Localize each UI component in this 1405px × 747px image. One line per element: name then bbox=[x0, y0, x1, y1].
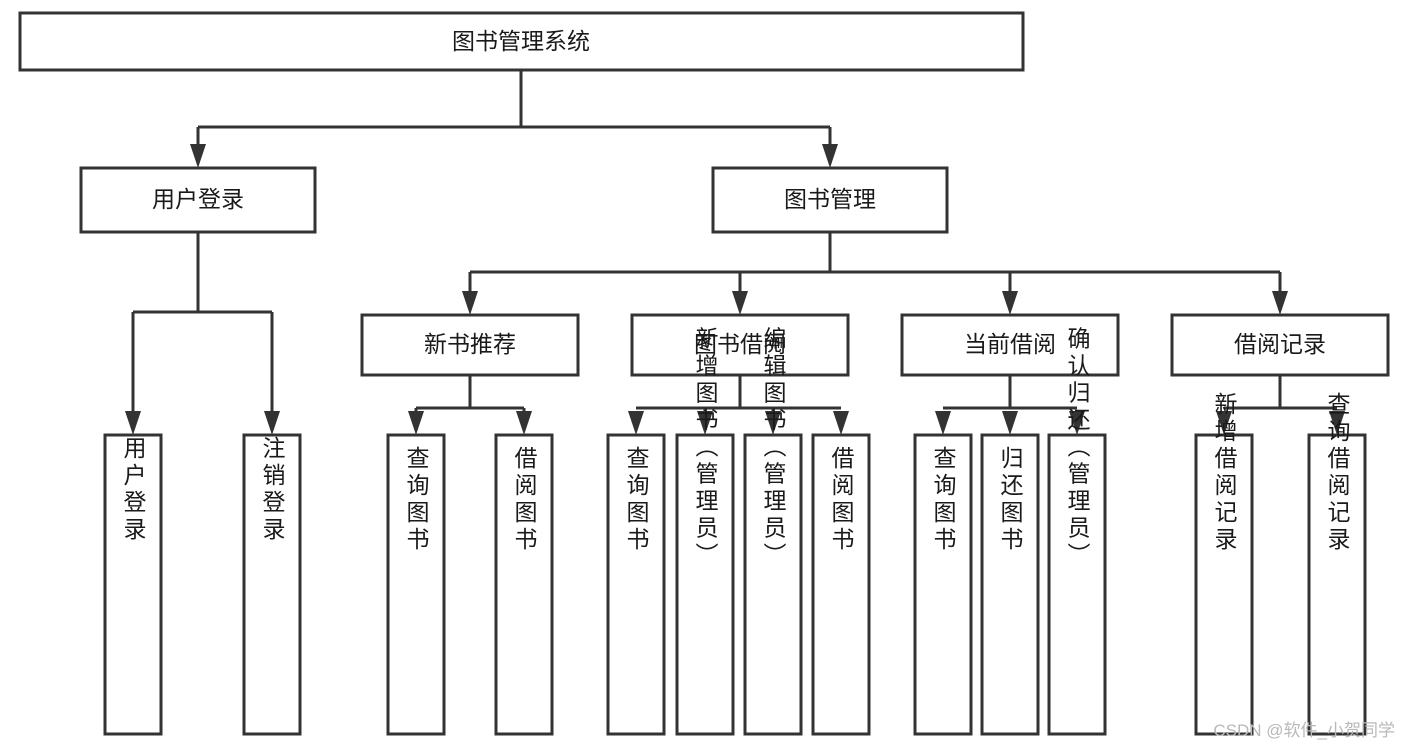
node-new-book-recommend-box[interactable] bbox=[360, 313, 580, 377]
leaf-new-book-2[interactable]: 借阅图书 bbox=[494, 433, 554, 736]
node-new-book-recommend[interactable]: 新书推荐 bbox=[360, 313, 580, 377]
node-current-borrow-label: 当前借阅 bbox=[964, 331, 1056, 357]
leaf-user-login-2[interactable]: 注销登录 bbox=[242, 433, 302, 736]
leaf-current-borrow-2[interactable]: 归还图书 bbox=[980, 433, 1040, 736]
leaf-book-borrow-1[interactable]: 查询图书 bbox=[606, 433, 666, 736]
leaf-book-borrow-1-box[interactable] bbox=[606, 433, 666, 736]
leaf-current-borrow-2-box[interactable] bbox=[980, 433, 1040, 736]
arrowhead-borrow-leaf-2 bbox=[697, 411, 713, 435]
arrowhead-bookmgmt bbox=[822, 144, 838, 168]
leaf-borrow-record-1-label: 新增借阅记录 bbox=[1211, 392, 1238, 554]
arrowhead-records-leaf-2 bbox=[1329, 411, 1345, 435]
leaf-new-book-2-box[interactable] bbox=[494, 433, 554, 736]
leaf-book-borrow-3-label: 编辑图书（管理员） bbox=[760, 327, 787, 570]
leaf-current-borrow-3-box[interactable] bbox=[1047, 433, 1107, 736]
leaf-book-borrow-2[interactable]: 新增图书（管理员） bbox=[675, 327, 735, 736]
leaf-borrow-record-1[interactable]: 新增借阅记录 bbox=[1194, 392, 1254, 736]
leaf-new-book-1-label: 查询图书 bbox=[403, 446, 430, 554]
node-book-borrow[interactable]: 图书借阅 bbox=[630, 313, 850, 377]
node-user-login-box[interactable] bbox=[79, 166, 317, 234]
arrowhead-leaf-user-login bbox=[125, 411, 141, 435]
arrowhead-borrow-leaf-4 bbox=[833, 411, 849, 435]
node-book-borrow-box[interactable] bbox=[630, 313, 850, 377]
leaf-borrow-record-2-label: 查询借阅记录 bbox=[1324, 392, 1351, 554]
leaf-current-borrow-1-box[interactable] bbox=[913, 433, 973, 736]
leaf-current-borrow-1[interactable]: 查询图书 bbox=[913, 433, 973, 736]
arrowhead-newbook-leaf-2 bbox=[516, 411, 532, 435]
node-borrow-records-box[interactable] bbox=[1170, 313, 1390, 377]
node-book-management-box[interactable] bbox=[711, 166, 949, 234]
leaf-book-borrow-1-label: 查询图书 bbox=[623, 446, 650, 554]
connector-layer bbox=[125, 70, 1345, 435]
leaf-user-login-2-label: 注销登录 bbox=[259, 436, 286, 544]
leaf-new-book-2-label: 借阅图书 bbox=[511, 446, 538, 554]
leaf-book-borrow-2-box[interactable] bbox=[675, 433, 735, 736]
leaf-new-book-1-box[interactable] bbox=[386, 433, 446, 736]
leaf-user-login-1-box[interactable] bbox=[103, 433, 163, 736]
node-book-management[interactable]: 图书管理 bbox=[711, 166, 949, 234]
leaf-book-borrow-4-label: 借阅图书 bbox=[828, 446, 855, 554]
arrowhead-records bbox=[1272, 291, 1288, 315]
arrowhead-borrow-leaf-3 bbox=[765, 411, 781, 435]
leaf-book-borrow-4-box[interactable] bbox=[811, 433, 871, 736]
arrowhead-newbook-leaf-1 bbox=[408, 411, 424, 435]
arrowhead-records-leaf-1 bbox=[1216, 411, 1232, 435]
leaf-current-borrow-3[interactable]: 确认归还（管理员） bbox=[1047, 327, 1107, 736]
node-root-label: 图书管理系统 bbox=[452, 28, 590, 54]
leaf-borrow-record-1-box[interactable] bbox=[1194, 433, 1254, 736]
leaf-user-login-2-box[interactable] bbox=[242, 433, 302, 736]
arrowhead-userlogin bbox=[190, 144, 206, 168]
arrowhead-current-leaf-1 bbox=[935, 411, 951, 435]
leaf-book-borrow-3-box[interactable] bbox=[743, 433, 803, 736]
arrowhead-borrow bbox=[732, 291, 748, 315]
leaf-borrow-record-2[interactable]: 查询借阅记录 bbox=[1307, 392, 1367, 736]
node-user-login[interactable]: 用户登录 bbox=[79, 166, 317, 234]
arrowhead-current bbox=[1002, 291, 1018, 315]
leaf-user-login-1-label: 用户登录 bbox=[120, 436, 147, 544]
leaf-book-borrow-4[interactable]: 借阅图书 bbox=[811, 433, 871, 736]
leaf-borrow-record-2-box[interactable] bbox=[1307, 433, 1367, 736]
node-book-borrow-label: 图书借阅 bbox=[694, 331, 786, 357]
node-current-borrow[interactable]: 当前借阅 bbox=[900, 313, 1120, 377]
node-book-management-label: 图书管理 bbox=[784, 186, 876, 212]
leaf-current-borrow-2-label: 归还图书 bbox=[997, 446, 1024, 554]
leaf-book-borrow-3[interactable]: 编辑图书（管理员） bbox=[743, 327, 803, 736]
arrowhead-borrow-leaf-1 bbox=[628, 411, 644, 435]
node-current-borrow-box[interactable] bbox=[900, 313, 1120, 377]
node-user-login-label: 用户登录 bbox=[152, 186, 244, 212]
arrowhead-current-leaf-2 bbox=[1002, 411, 1018, 435]
leaf-current-borrow-1-label: 查询图书 bbox=[930, 446, 957, 554]
node-root[interactable]: 图书管理系统 bbox=[18, 11, 1025, 72]
node-borrow-records[interactable]: 借阅记录 bbox=[1170, 313, 1390, 377]
node-root-box[interactable] bbox=[18, 11, 1025, 72]
arrowhead-leaf-logout bbox=[264, 411, 280, 435]
arrowhead-newbook bbox=[462, 291, 478, 315]
leaf-book-borrow-2-label: 新增图书（管理员） bbox=[692, 327, 719, 570]
leaf-current-borrow-3-label: 确认归还（管理员） bbox=[1064, 327, 1091, 570]
leaf-user-login-1[interactable]: 用户登录 bbox=[103, 433, 163, 736]
arrowhead-current-leaf-3 bbox=[1069, 411, 1085, 435]
leaf-new-book-1[interactable]: 查询图书 bbox=[386, 433, 446, 736]
node-borrow-records-label: 借阅记录 bbox=[1234, 331, 1326, 357]
node-new-book-recommend-label: 新书推荐 bbox=[424, 331, 516, 357]
